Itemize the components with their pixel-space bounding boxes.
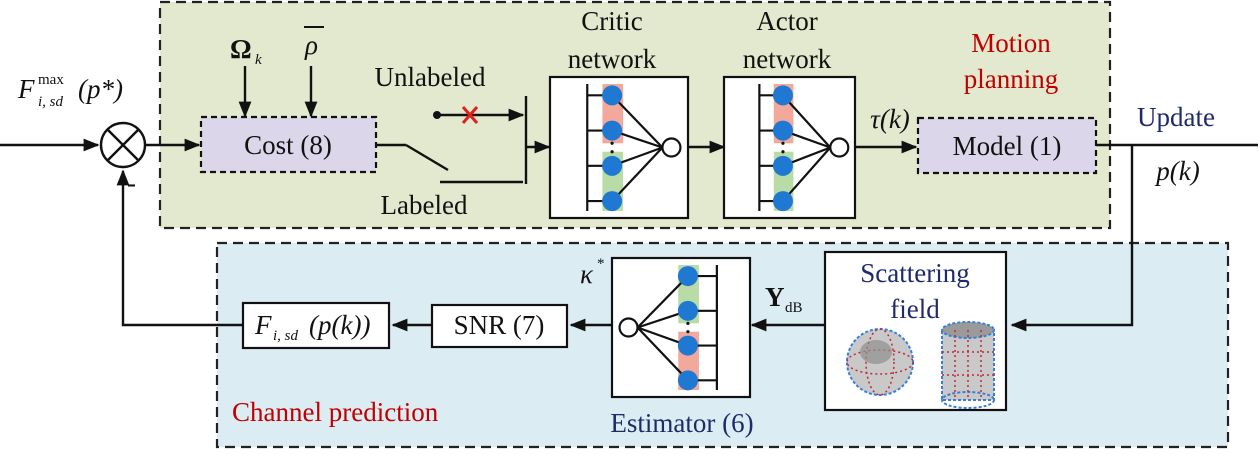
omega-sub: k	[255, 52, 262, 68]
f-output-arg: (p(k))	[309, 310, 370, 340]
input-sup: max	[38, 72, 64, 88]
output-node	[618, 317, 639, 338]
motion-region-label-2: planning	[964, 64, 1059, 94]
input-arg: (p*)	[78, 74, 123, 104]
input-base: F	[17, 74, 35, 104]
actor-network	[722, 75, 857, 220]
neuron-node	[677, 266, 698, 287]
kappa-sup: *	[597, 256, 605, 272]
tau-label: τ(k)	[870, 104, 910, 134]
actor-title-1: Actor	[756, 6, 817, 36]
snr-label: SNR (7)	[454, 310, 545, 340]
red-x-icon	[461, 106, 479, 124]
input-label: F max i, sd (p*)	[17, 72, 123, 110]
output-node	[829, 137, 850, 158]
neuron-node	[602, 120, 623, 141]
sphere-scatterer-icon	[846, 328, 914, 396]
minus-sign: -	[127, 168, 136, 198]
scattering-title-1: Scattering	[860, 258, 969, 288]
neuron-node	[677, 300, 698, 321]
estimator-network	[610, 256, 752, 399]
input-sub: i, sd	[38, 94, 64, 110]
channel-region-label: Channel prediction	[232, 397, 439, 427]
critic-title-1: Critic	[581, 6, 643, 36]
neuron-node	[602, 85, 623, 106]
update-label: Update	[1137, 102, 1215, 132]
ydb-main: Y	[765, 282, 785, 312]
pk-label: p(k)	[1154, 156, 1199, 186]
labeled-label: Labeled	[381, 190, 468, 220]
model-label: Model (1)	[953, 131, 1062, 161]
neuron-node	[677, 370, 698, 391]
critic-title-2: network	[568, 44, 657, 74]
kappa-label: κ	[580, 259, 594, 289]
estimator-label: Estimator (6)	[610, 408, 753, 438]
rho-symbol: ρ	[304, 30, 318, 60]
snr-block	[430, 303, 569, 349]
neuron-node	[772, 191, 793, 212]
neuron-node	[602, 191, 623, 212]
actor-title-2: network	[743, 44, 832, 74]
summing-junction	[99, 121, 147, 169]
output-node	[661, 137, 682, 158]
omega-symbol: Ω	[230, 34, 252, 64]
critic-network	[548, 75, 690, 220]
cylinder-scatterer-icon	[941, 321, 995, 409]
motion-region-label-1: Motion	[971, 28, 1051, 58]
scattering-title-2: field	[890, 294, 940, 324]
unlabeled-label: Unlabeled	[375, 62, 486, 92]
f-output-base: F	[254, 310, 272, 340]
neuron-node	[772, 120, 793, 141]
cost-label: Cost (8)	[244, 130, 332, 160]
neuron-node	[772, 85, 793, 106]
neuron-node	[677, 335, 698, 356]
f-output-sub: i, sd	[273, 328, 299, 344]
neuron-node	[772, 155, 793, 176]
ydb-sub: dB	[785, 300, 803, 316]
neuron-node	[602, 155, 623, 176]
